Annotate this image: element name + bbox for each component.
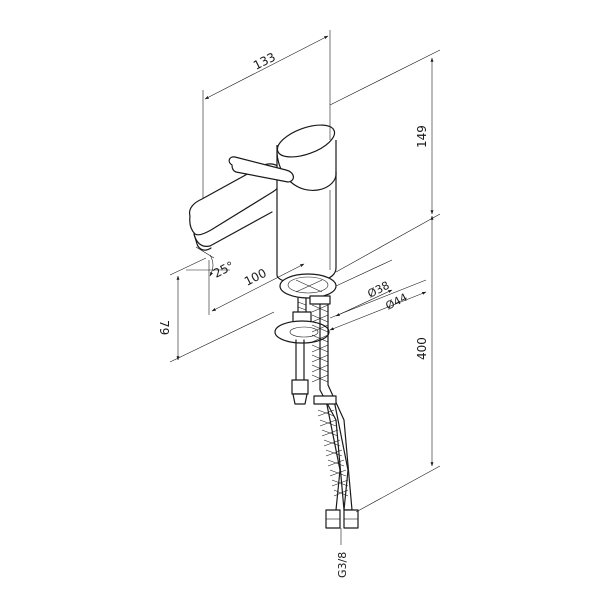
dim-79-ext-top: [169, 257, 207, 276]
dim-100-label: 100: [242, 266, 269, 289]
aerator-outline: [193, 233, 212, 251]
short-hose: [295, 339, 305, 381]
dim-100-line: [211, 263, 305, 312]
dim-thread-label: G3/8: [336, 552, 349, 578]
hose-a-top-fitting: [309, 295, 331, 305]
column: [276, 140, 337, 285]
hose-b-top-fitting: [313, 395, 337, 405]
faucet-body: [188, 124, 337, 285]
dim-149-ext-top: [329, 49, 441, 106]
dim-angle-spout-ref: [195, 246, 215, 259]
dim-133-label: 133: [251, 50, 278, 73]
braid-a-pattern: [311, 304, 329, 383]
dim-38-ext: [335, 259, 393, 287]
dim-79-label: 79: [157, 320, 171, 335]
washer: [274, 320, 330, 344]
dim-44-label: Ø44: [383, 291, 409, 313]
dim-44-line: [329, 291, 427, 331]
dim-149-label: 149: [415, 125, 429, 148]
dim-angle-label: 25°: [211, 259, 236, 281]
dim-38-label: Ø38: [365, 279, 391, 301]
dim-400-ext-bottom: [355, 465, 441, 513]
lever-handle: [228, 156, 294, 183]
washer-hole: [289, 326, 319, 338]
dim-79-ext-bottom: [169, 311, 275, 363]
dim-angle-arc: [209, 254, 214, 277]
dim-133-line: [204, 35, 329, 100]
short-hose-nut: [292, 393, 308, 405]
column-cap: [276, 124, 336, 158]
braid-b-pattern: [317, 409, 349, 497]
braided-hose-b: [315, 399, 349, 511]
dim-400-label: 400: [415, 337, 429, 360]
dim-149-ext-bottom: [335, 213, 441, 273]
short-hose-fitting: [291, 379, 309, 395]
